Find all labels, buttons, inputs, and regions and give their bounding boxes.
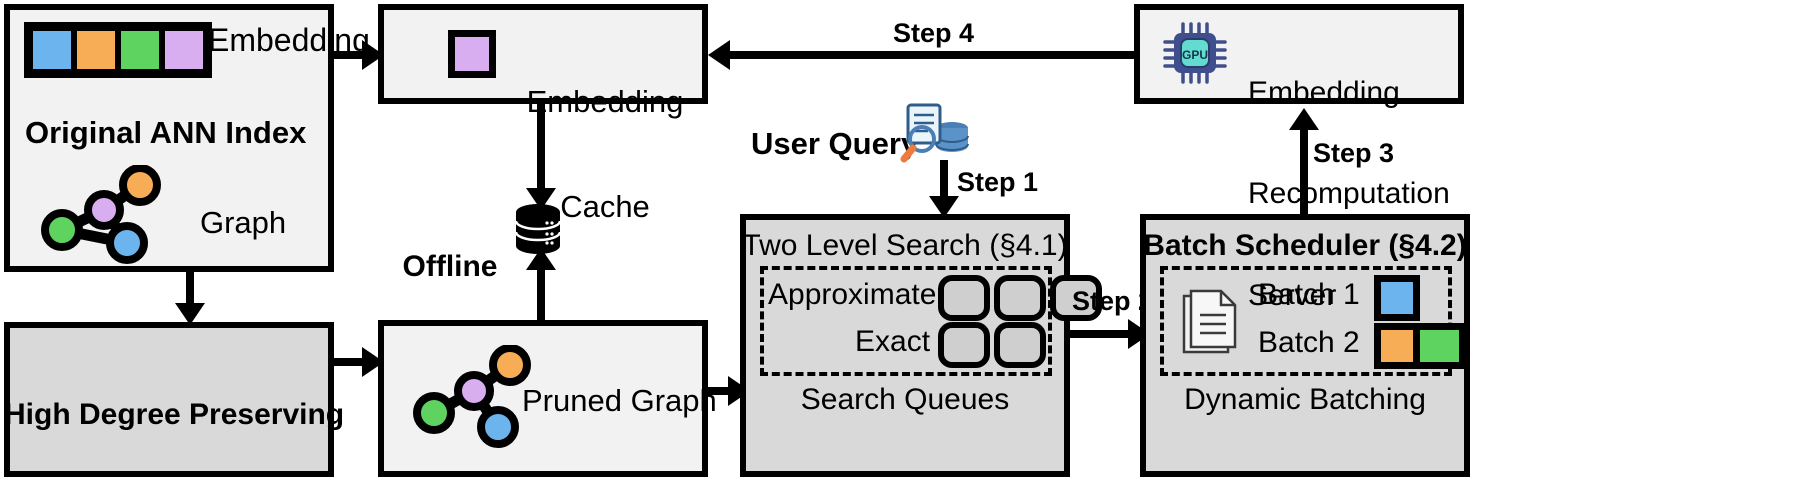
approximate-label: Approximate xyxy=(768,278,937,311)
batch-1-label: Batch 1 xyxy=(1258,278,1360,311)
queue-cell[interactable] xyxy=(1050,275,1102,321)
embedding-cache-line1: Embedding xyxy=(526,84,684,120)
step-3-label: Step 3 xyxy=(1313,138,1395,168)
recomputation-server-line2: Recomputation xyxy=(1248,177,1450,211)
connector-cache-to-storage xyxy=(537,104,545,194)
documents-icon xyxy=(1182,289,1237,354)
graph-pruning-title: High Degree Preserving Graph Pruning (§5… xyxy=(4,330,345,481)
embedding-swatch-strip xyxy=(24,22,212,78)
graph-pruning-line1: High Degree Preserving xyxy=(4,397,345,431)
recomputation-server-title: Embedding Recomputation Server xyxy=(1248,8,1450,381)
queue-cell[interactable] xyxy=(938,322,990,368)
connector-server-to-cache xyxy=(730,51,1136,59)
recomputation-server-line3: Server xyxy=(1248,279,1337,313)
pruned-graph-figure xyxy=(413,345,531,448)
queue-cell[interactable] xyxy=(994,322,1046,368)
embedding-cache-box xyxy=(378,4,708,104)
connector-pruned-to-search xyxy=(708,387,740,395)
connector-search-to-scheduler xyxy=(1070,330,1145,338)
graph-pruning-box xyxy=(4,322,334,477)
search-queues-region xyxy=(760,266,1052,376)
arrow-server-to-cache xyxy=(708,40,730,70)
connector-pruning-to-pruned xyxy=(334,358,372,366)
recomputation-server-line1: Embedding xyxy=(1248,75,1400,109)
approximate-queue-cells xyxy=(938,275,1102,321)
svg-text:GPU: GPU xyxy=(1182,48,1208,62)
exact-label: Exact xyxy=(855,325,931,358)
embedding-swatch-orange xyxy=(74,28,118,72)
user-query-label: User Query xyxy=(751,126,919,161)
queue-cell[interactable] xyxy=(994,275,1046,321)
batch-2-swatches xyxy=(1374,323,1466,369)
arrow-index-to-pruning xyxy=(175,303,205,325)
embedding-swatch-blue xyxy=(30,28,74,72)
dynamic-batching-footer: Dynamic Batching xyxy=(1184,383,1426,416)
connector-pruned-to-storage xyxy=(537,258,545,320)
batch-scheduler-title: Batch Scheduler (§4.2) xyxy=(1143,229,1467,262)
connector-scheduler-to-server xyxy=(1300,130,1308,216)
step-4-label: Step 4 xyxy=(893,18,975,48)
embedding-swatch-green xyxy=(118,28,162,72)
connector-index-to-pruning xyxy=(186,272,194,310)
batch-2-label: Batch 2 xyxy=(1258,326,1360,359)
gpu-chip-icon: GPU xyxy=(1163,22,1227,84)
search-queues-footer: Search Queues xyxy=(800,383,1010,416)
original-ann-index-title: Original ANN Index xyxy=(25,115,307,150)
embedding-cache-line2: Cache xyxy=(560,189,650,225)
connector-index-to-cache xyxy=(334,51,374,59)
queue-cell[interactable] xyxy=(938,275,990,321)
query-search-icon xyxy=(900,103,969,163)
database-icon xyxy=(514,204,562,254)
graph-label: Graph xyxy=(200,205,287,240)
arrow-scheduler-to-server xyxy=(1289,108,1319,130)
arrow-query-to-search xyxy=(929,196,959,218)
batch-1-swatch-blue xyxy=(1374,275,1420,321)
original-graph-figure xyxy=(41,165,161,264)
pruned-graph-label: Pruned Graph xyxy=(522,383,717,418)
embedding-cache-swatch-purple xyxy=(448,30,496,78)
offline-storage-line1: Offline xyxy=(402,249,498,283)
step-1-label: Step 1 xyxy=(957,167,1039,197)
connector-query-to-search xyxy=(940,160,948,202)
batch-2-swatch-orange xyxy=(1374,323,1420,369)
embedding-swatch-purple xyxy=(162,28,206,72)
embedding-cache-title: Embedding Cache xyxy=(505,14,705,294)
two-level-search-title: Two Level Search (§4.1) xyxy=(742,229,1068,262)
exact-queue-cells xyxy=(938,322,1046,368)
dynamic-batching-region xyxy=(1160,266,1452,376)
batch-2-swatch-green xyxy=(1420,323,1466,369)
